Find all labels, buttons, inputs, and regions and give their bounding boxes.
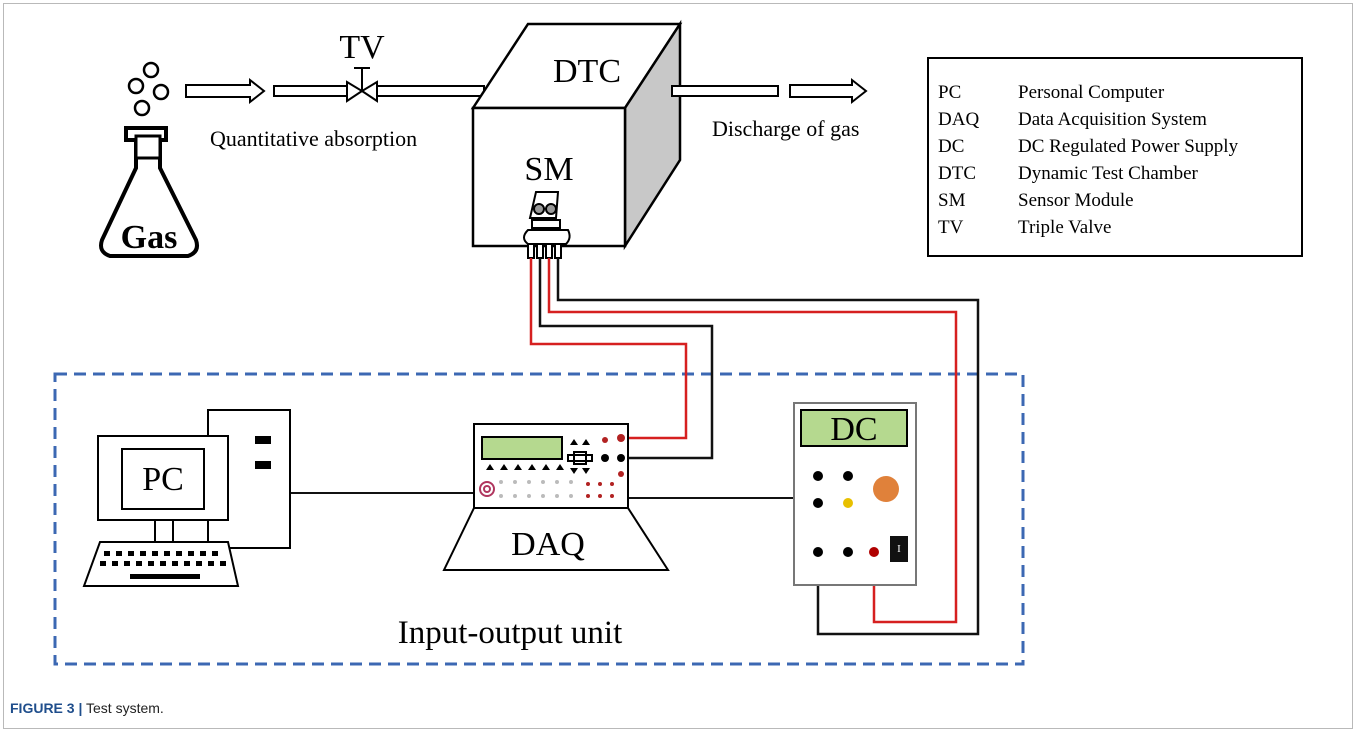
daq-dpad	[573, 451, 587, 465]
caption-label: FIGURE 3 |	[10, 700, 83, 716]
pc-screen	[121, 448, 205, 510]
tv-label: TV	[339, 29, 385, 66]
wire-red-dc	[547, 258, 958, 624]
wire-red-daq	[529, 258, 688, 440]
dc-switch-label: I	[897, 543, 901, 555]
legend-abbr: DAQ	[938, 109, 979, 130]
pc-icon	[82, 409, 291, 587]
bubble-2	[127, 77, 145, 95]
legend-desc: Personal Computer	[1018, 82, 1165, 103]
triple-valve-icon	[346, 67, 378, 103]
dc-controls	[813, 471, 908, 562]
daq-buttons	[486, 434, 625, 498]
intake-line	[185, 77, 485, 105]
sensor-pins	[527, 243, 562, 259]
dc-knob	[873, 476, 899, 502]
bubble-3	[152, 83, 170, 101]
legend-desc: Data Acquisition System	[1018, 109, 1207, 130]
sm-label: SM	[524, 151, 573, 188]
discharge-line	[671, 77, 868, 105]
daq-icon	[442, 423, 670, 571]
legend-desc: Dynamic Test Chamber	[1018, 163, 1199, 184]
discharge-pipe	[671, 85, 779, 97]
pc-keys	[100, 551, 226, 579]
sensor-base	[523, 229, 571, 245]
daq-label: DAQ	[511, 526, 585, 563]
hollow-arrow-2	[789, 77, 868, 105]
legend-desc: Triple Valve	[1018, 217, 1111, 238]
wire-black-daq	[538, 258, 714, 460]
hollow-arrow-1	[185, 77, 266, 105]
gas-label: Gas	[121, 219, 178, 256]
pc-stand	[154, 519, 174, 543]
legend-desc: DC Regulated Power Supply	[1018, 136, 1239, 157]
figure-caption: FIGURE 3 | Test system.	[10, 700, 164, 716]
dc-switch	[890, 536, 908, 562]
intake-label: Quantitative absorption	[210, 126, 417, 151]
legend-abbr: DC	[938, 136, 964, 157]
figure-frame	[3, 3, 1353, 729]
flask-neck-band	[134, 134, 162, 160]
dc-lcd	[800, 409, 908, 447]
legend: PC Personal Computer DAQ Data Acquisitio…	[938, 82, 1239, 238]
pc-label: PC	[142, 461, 184, 498]
wire-black-dc	[556, 258, 980, 636]
legend-abbr: SM	[938, 190, 966, 211]
legend-abbr: DTC	[938, 163, 976, 184]
flask-body	[99, 126, 199, 258]
legend-box	[927, 57, 1303, 257]
intake-pipe-left	[273, 85, 351, 97]
legend-abbr: PC	[938, 82, 961, 103]
sensor-module	[523, 191, 571, 245]
input-output-unit-label: Input-output unit	[398, 615, 623, 651]
legend-abbr: TV	[938, 217, 964, 238]
bubble-4	[133, 99, 151, 117]
wires	[290, 258, 980, 636]
legend-desc: Sensor Module	[1018, 190, 1134, 211]
intake-pipe-right	[373, 85, 485, 97]
discharge-label: Discharge of gas	[712, 116, 859, 141]
dtc-label: DTC	[553, 53, 621, 90]
bubble-1	[142, 61, 160, 79]
caption-text: Test system.	[82, 700, 164, 716]
pc-tower	[207, 409, 291, 549]
dc-label: DC	[830, 411, 877, 448]
gas-flask	[99, 61, 199, 258]
input-output-unit-border	[53, 372, 1025, 666]
daq-lcd	[481, 436, 563, 460]
